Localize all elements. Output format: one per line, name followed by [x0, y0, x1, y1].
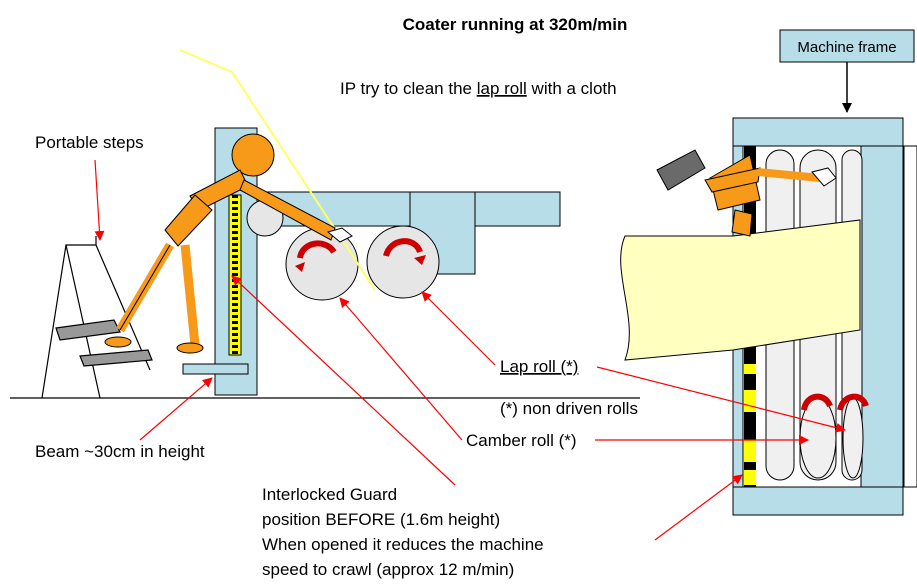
- guard-stripe-1: [744, 390, 756, 412]
- person-front: [656, 149, 837, 237]
- lap-roll-side: [366, 225, 440, 299]
- rotation-arrow-front-1: [801, 393, 833, 411]
- subtitle: IP try to clean the lap roll with a clot…: [340, 79, 617, 98]
- portable-steps-label: Portable steps: [35, 133, 144, 152]
- lap-roll-label: Lap roll (*): [500, 357, 578, 376]
- guard-label-line1: Interlocked Guard: [262, 485, 397, 504]
- frame-edge: [903, 145, 917, 488]
- frame-right-column: [860, 145, 904, 488]
- paper-web: [620, 219, 861, 361]
- cloth-side: [326, 227, 353, 243]
- frame-bottom-front: [732, 486, 904, 516]
- title: Coater running at 320m/min: [403, 15, 628, 34]
- subtitle-lap-roll: lap roll: [477, 79, 527, 98]
- arrow-guard-side: [231, 275, 456, 486]
- rotation-arrow-lap-head: [414, 255, 426, 265]
- guard-label-line4: speed to crawl (approx 12 m/min): [262, 560, 514, 579]
- frame-top-front: [732, 117, 904, 147]
- arrow-portable-steps: [94, 159, 105, 241]
- subtitle-prefix: IP try to clean the: [340, 79, 477, 98]
- arrow-lap-roll-front: [596, 366, 846, 433]
- subtitle-suffix: with a cloth: [527, 79, 617, 98]
- rotation-arrow-camber-head: [295, 262, 305, 272]
- arrow-guard-front: [654, 474, 743, 541]
- arrow-camber-roll-side: [339, 297, 463, 441]
- rotation-arrow-front-2: [837, 393, 869, 411]
- guard-label-line3: When opened it reduces the machine: [262, 535, 544, 554]
- camber-roll-label: Camber roll (*): [466, 431, 577, 450]
- rotation-arrow-lap: [383, 238, 423, 258]
- guard-stripe-2: [744, 440, 756, 462]
- cloth-cord: [179, 49, 376, 291]
- non-driven-label: (*) non driven rolls: [500, 399, 638, 418]
- arrow-lap-roll-side: [421, 291, 496, 366]
- arrow-beam: [139, 377, 213, 441]
- guard-label-line2: position BEFORE (1.6m height): [262, 510, 500, 529]
- guard-stripe-4: [744, 470, 756, 485]
- guard-stripe-3: [744, 364, 756, 374]
- portable-steps-drawing: [41, 236, 153, 399]
- beam-block: [182, 363, 249, 375]
- rotation-arrow-camber: [297, 240, 337, 259]
- machine-frame-label: Machine frame: [797, 39, 896, 56]
- machine-frame-label-box: [779, 29, 915, 63]
- person-side: [104, 133, 336, 354]
- beam-label: Beam ~30cm in height: [35, 442, 205, 461]
- lap-roll-end: [842, 397, 864, 479]
